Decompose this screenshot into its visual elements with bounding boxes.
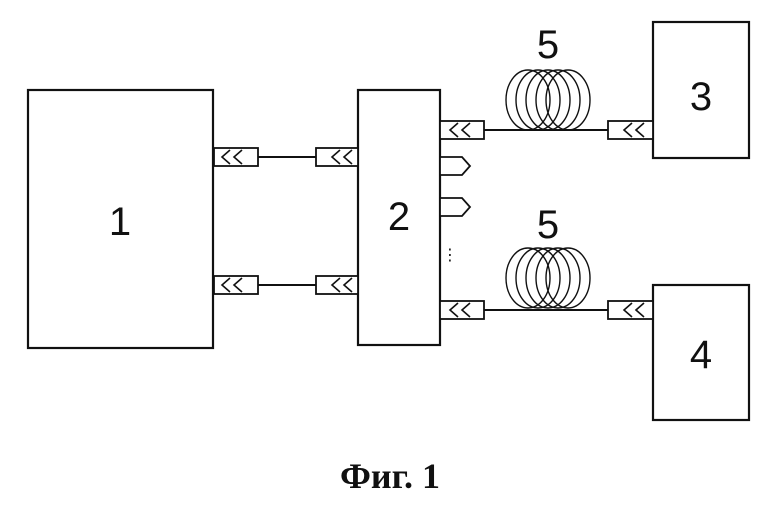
connector-1-bottom [214, 276, 258, 294]
ports-ellipsis: ⋮ [442, 245, 458, 264]
connector-2-out-top [440, 121, 484, 139]
connector-3-in [608, 121, 653, 139]
block-4: 4 [653, 285, 749, 420]
block-3: 3 [653, 22, 749, 158]
block-2-label: 2 [388, 195, 410, 239]
connector-2-out-bottom [440, 301, 484, 319]
fiber-coil-bottom: 5 [506, 203, 590, 308]
figure-caption: Фиг. 1 [340, 456, 440, 496]
block-1: 1 [28, 90, 213, 348]
connector-4-in [608, 301, 653, 319]
port-2-unused-1 [440, 157, 470, 175]
connector-2-in-bottom [316, 276, 358, 294]
connector-2-in-top [316, 148, 358, 166]
block-3-label: 3 [690, 75, 712, 119]
coil-bottom-label: 5 [537, 203, 559, 247]
block-4-label: 4 [690, 333, 712, 377]
block-1-label: 1 [109, 200, 131, 244]
fiber-coil-top: 5 [506, 23, 590, 130]
coil-top-label: 5 [537, 23, 559, 67]
port-2-unused-2 [440, 198, 470, 216]
block-2: 2 [358, 90, 440, 345]
connector-1-top [214, 148, 258, 166]
